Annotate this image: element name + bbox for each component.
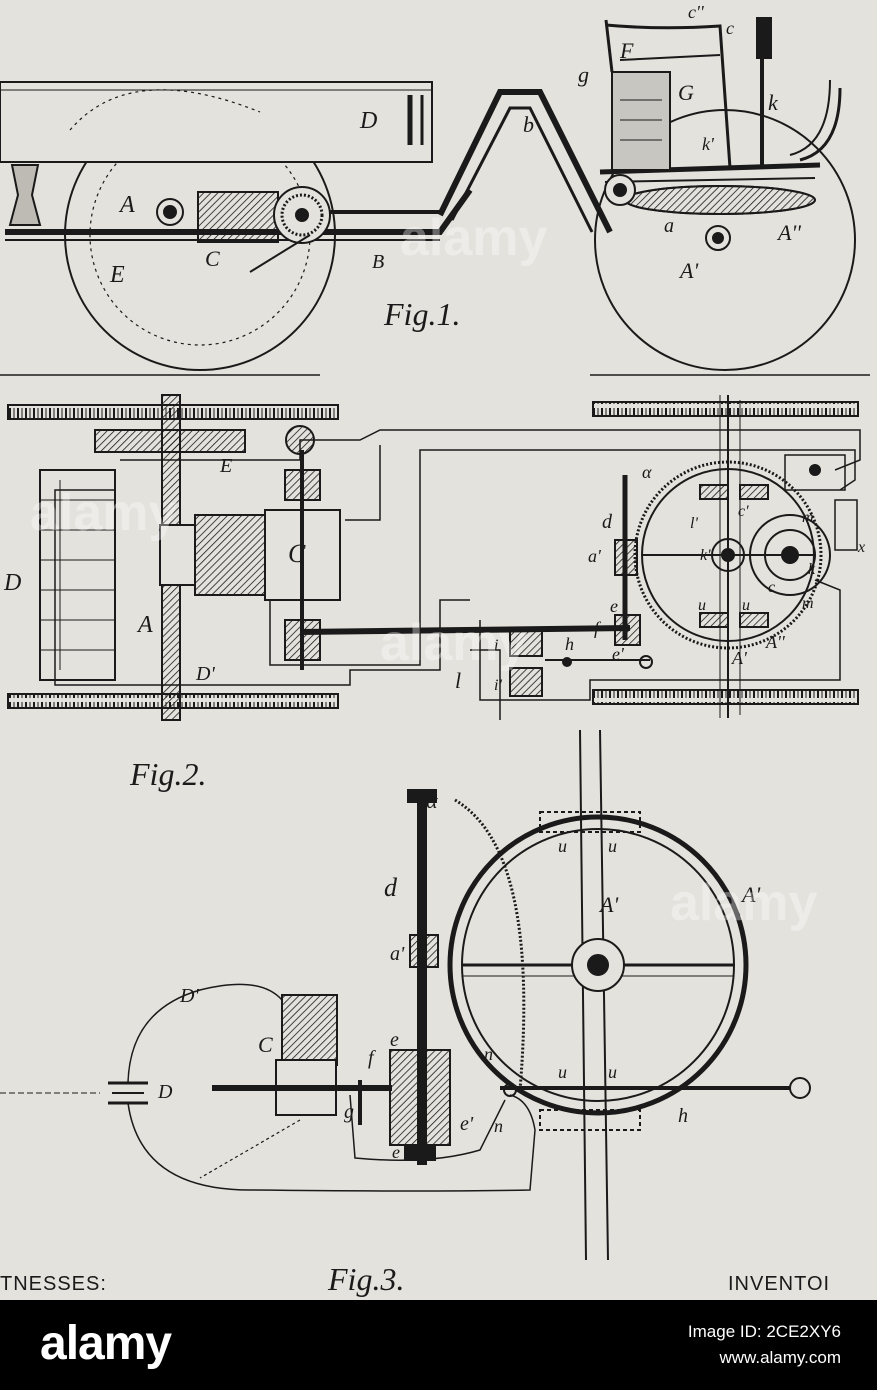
- fig3-labels: d α a' A' A' u u u u D' D C f e e' e g n…: [157, 788, 760, 1297]
- label: m: [802, 509, 814, 526]
- image-id: Image ID: 2CE2XY6: [688, 1322, 841, 1342]
- label: u: [608, 1062, 617, 1082]
- label: u: [742, 597, 750, 614]
- label: n: [494, 1116, 503, 1136]
- label: A: [118, 192, 135, 218]
- label: l': [690, 515, 698, 532]
- patent-drawing: D A E C B b g F G k k' a A' A'' c c'' Fi…: [0, 0, 877, 1300]
- label: d: [384, 873, 398, 902]
- label: D: [157, 1081, 173, 1103]
- label: A'': [776, 220, 801, 245]
- label: a': [588, 546, 602, 566]
- label: u: [608, 836, 617, 856]
- fig2-wheel-front-top: [593, 402, 858, 416]
- label: α: [426, 788, 438, 813]
- label: u: [698, 597, 706, 614]
- label: e: [392, 1142, 400, 1162]
- label: D': [179, 985, 199, 1007]
- label: c'': [688, 2, 705, 22]
- label: A: [136, 612, 153, 638]
- label: k': [700, 547, 711, 564]
- figure-3: [0, 730, 810, 1260]
- label: A'': [765, 632, 786, 652]
- label: i': [494, 677, 502, 694]
- label: B: [372, 251, 384, 273]
- svg-text:alamy: alamy: [30, 484, 178, 542]
- label: m: [802, 595, 814, 612]
- label: D: [3, 570, 21, 596]
- label: h: [565, 634, 574, 654]
- label: e': [460, 1113, 474, 1135]
- label: G: [678, 80, 694, 105]
- label: E: [109, 262, 125, 288]
- figure-2: [0, 395, 877, 726]
- label: C: [205, 246, 220, 271]
- label: k: [808, 561, 816, 578]
- svg-text:alamy: alamy: [380, 614, 528, 672]
- inventor-label: INVENTOI: [728, 1273, 830, 1295]
- label: D: [359, 108, 377, 134]
- label: C: [288, 539, 306, 568]
- label: x: [857, 539, 865, 556]
- fig2-title: Fig.2.: [129, 756, 206, 792]
- label: k': [702, 134, 715, 154]
- label: e: [610, 596, 618, 616]
- label: A': [678, 258, 698, 283]
- label: A': [731, 648, 748, 668]
- witnesses-label: TNESSES:: [0, 1273, 107, 1295]
- footer-info: Image ID: 2CE2XY6 www.alamy.com: [688, 1322, 841, 1368]
- label: g: [344, 1101, 354, 1123]
- fig2-wheel-front-bottom: [593, 690, 858, 704]
- stock-footer: alamy Image ID: 2CE2XY6 www.alamy.com: [0, 1300, 877, 1390]
- label: C: [258, 1032, 273, 1057]
- patent-sheet: D A E C B b g F G k k' a A' A'' c c'' Fi…: [0, 0, 877, 1300]
- label: c': [738, 503, 749, 520]
- site-url: www.alamy.com: [688, 1348, 841, 1368]
- label: F: [619, 38, 634, 63]
- fig1-title: Fig.1.: [383, 296, 460, 332]
- label: f: [368, 1047, 376, 1069]
- label: c: [768, 579, 775, 596]
- alamy-logo: alamy: [40, 1316, 171, 1371]
- label: n: [484, 1044, 493, 1064]
- label: d: [602, 511, 613, 533]
- label: a': [390, 943, 405, 965]
- label: α: [642, 462, 652, 482]
- svg-text:alamy: alamy: [400, 209, 548, 267]
- label: A': [598, 892, 618, 917]
- label: g: [578, 62, 589, 87]
- label: e: [390, 1029, 399, 1051]
- label: D': [195, 663, 215, 685]
- svg-text:alamy: alamy: [670, 874, 818, 932]
- label: u: [558, 1062, 567, 1082]
- label: h: [678, 1105, 688, 1127]
- label: b: [523, 112, 534, 137]
- label: a: [664, 215, 674, 237]
- label: c: [726, 18, 734, 38]
- fig3-title: Fig.3.: [327, 1261, 404, 1297]
- label: e': [612, 644, 625, 664]
- label: k: [768, 90, 779, 115]
- label: E: [219, 455, 232, 477]
- label: u: [558, 836, 567, 856]
